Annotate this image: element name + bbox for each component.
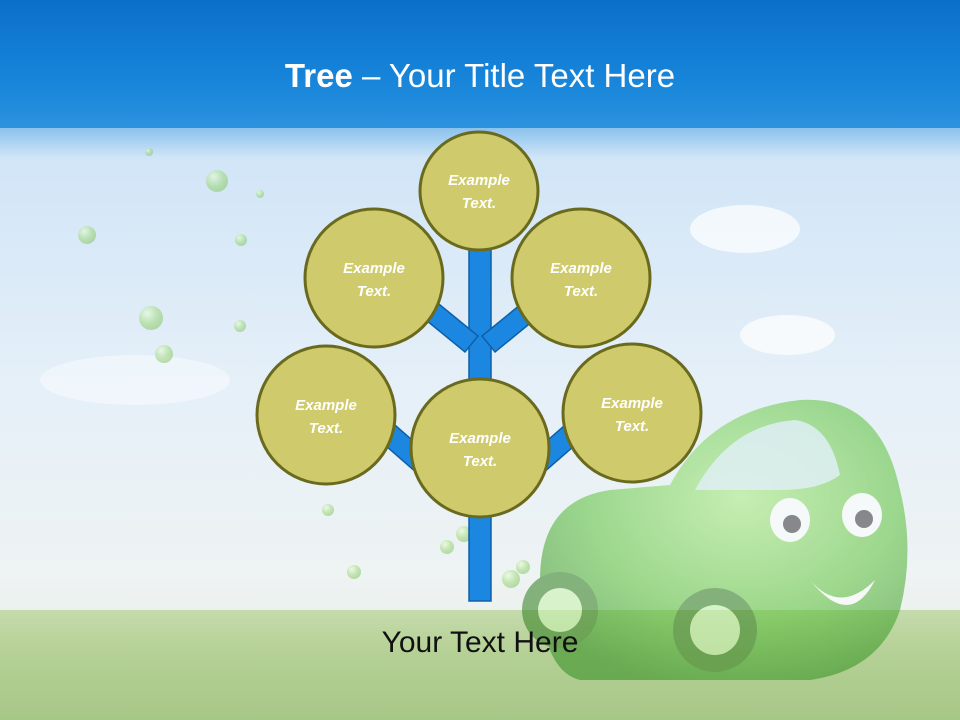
bubble [206,170,228,192]
tree-node[interactable]: Example Text. [510,207,652,349]
bubble [155,345,173,363]
cloud [690,205,800,253]
bubble [456,526,472,542]
bubble [322,504,334,516]
tree-node-text-line2: Text. [463,453,497,470]
cloud [40,355,230,405]
bubble [440,540,454,554]
bubble [347,565,361,579]
tree-node-text-line1: Example [550,260,612,277]
slide-title-bold: Tree [284,57,353,94]
tree-node-text-line2: Text. [564,283,598,300]
bottom-text[interactable]: Your Text Here [381,626,579,659]
bubble [516,560,530,574]
tree-node-text-line1: Example [295,397,357,414]
bubble [145,148,153,156]
tree-node[interactable]: Example Text. [303,207,445,349]
bubble [256,190,264,198]
tree-node-text-line2: Text. [615,418,649,435]
bubble [78,226,96,244]
bubble [234,320,246,332]
bubble [502,570,520,588]
tree-node[interactable]: Example Text. [409,377,551,519]
slide-title-rest: – Your Title Text Here [352,57,676,94]
slide-title[interactable]: Tree – Your Title Text Here [0,54,960,98]
tree-node-text-line1: Example [601,395,663,412]
tree-node-text-line2: Text. [357,283,391,300]
tree-node-text-line1: Example [449,430,511,447]
tree-node-text-line2: Text. [462,195,496,212]
green-car-illustration [522,399,908,680]
tree-node-text-line1: Example [448,172,510,189]
tree-node[interactable]: Example Text. [255,344,397,486]
bubble [139,306,163,330]
cloud [740,315,835,355]
header-band [0,0,960,128]
tree-node-text-line1: Example [343,260,405,277]
bubble [235,234,247,246]
tree-node[interactable]: Example Text. [418,130,540,252]
tree-node-text-line2: Text. [309,420,343,437]
tree-node[interactable]: Example Text. [561,342,703,484]
